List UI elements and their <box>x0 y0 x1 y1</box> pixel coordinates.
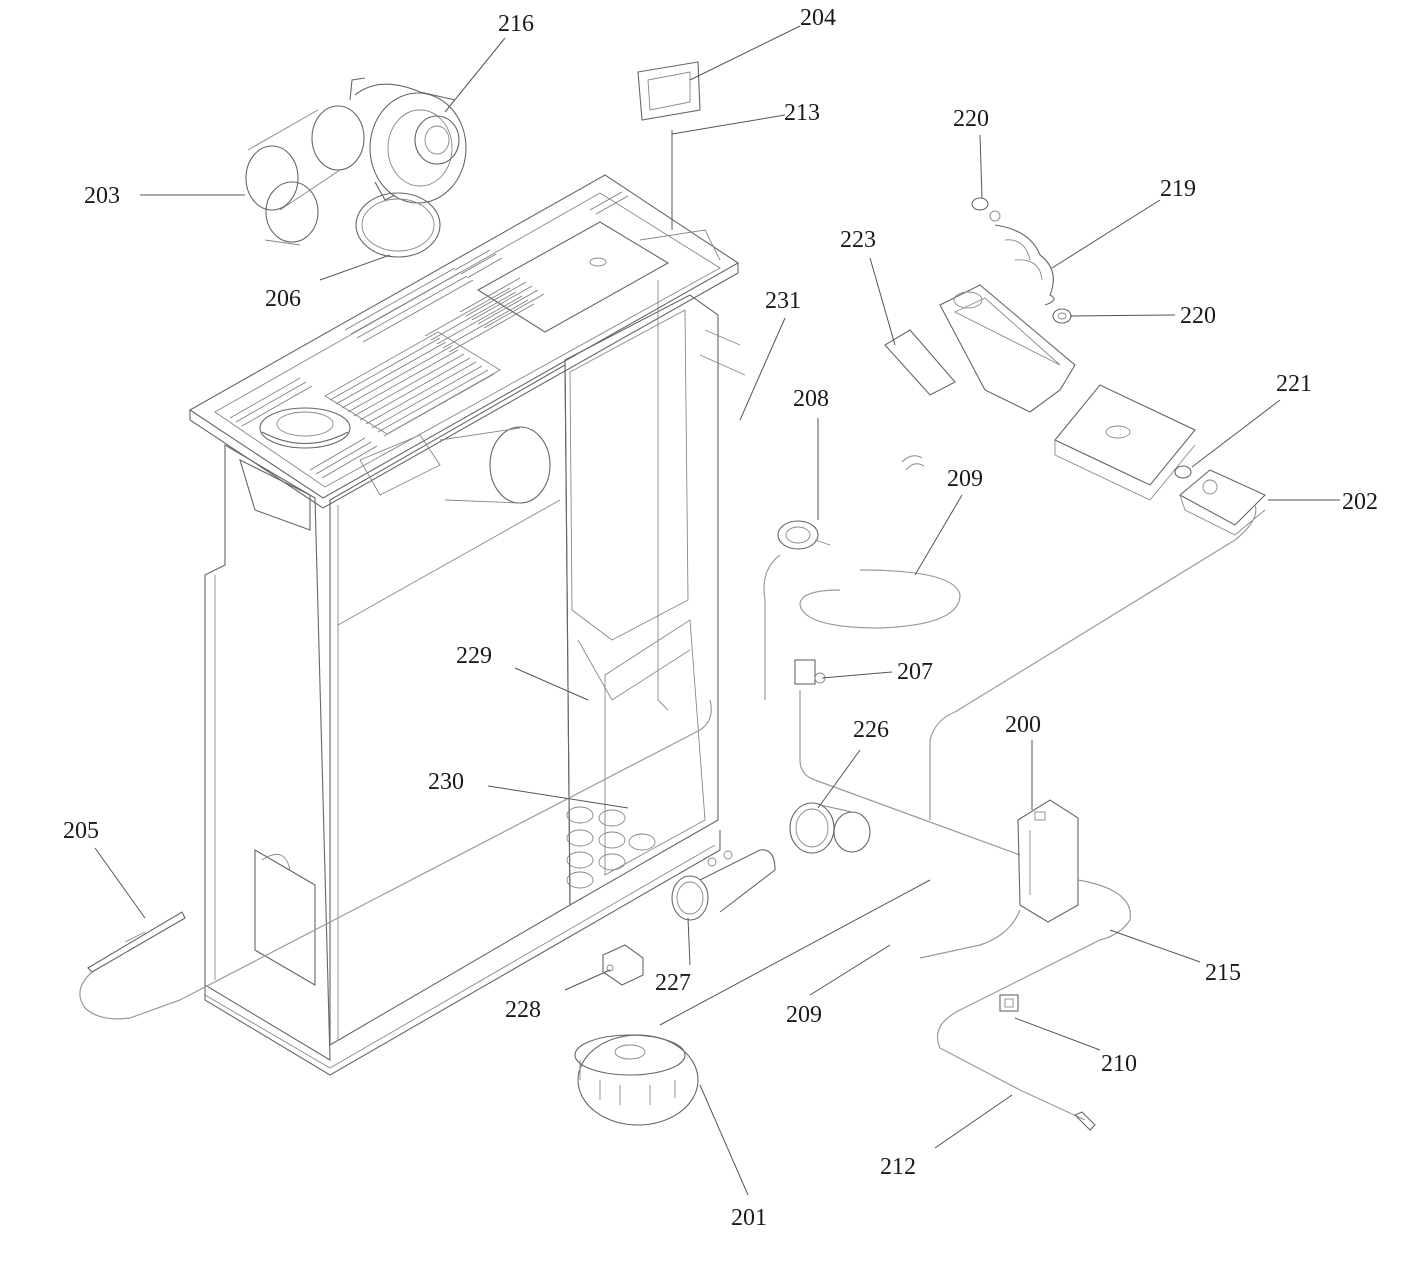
bushing-221 <box>1174 465 1192 479</box>
motor-plate <box>1054 384 1196 501</box>
callout-220-top: 220 <box>953 106 989 132</box>
callout-205: 205 <box>63 818 99 844</box>
callout-227: 227 <box>655 970 691 996</box>
callout-201: 201 <box>731 1205 767 1231</box>
callout-labels: 200 201 202 203 204 205 206 207 208 209 … <box>63 5 1378 1231</box>
callout-228: 228 <box>505 997 541 1023</box>
callout-226: 226 <box>853 717 889 743</box>
callout-215: 215 <box>1205 960 1241 986</box>
callout-207: 207 <box>897 659 933 685</box>
callout-223: 223 <box>840 227 876 253</box>
callout-231: 231 <box>765 288 801 314</box>
convection-fan-201 <box>574 1034 699 1126</box>
control-board-200 <box>1017 799 1079 923</box>
callout-210: 210 <box>1101 1051 1137 1077</box>
callout-209-hose: 209 <box>947 466 983 492</box>
callout-221: 221 <box>1276 371 1312 397</box>
callout-219: 219 <box>1160 176 1196 202</box>
pressure-switch-208 <box>777 520 831 550</box>
air-intake-227 <box>671 849 776 921</box>
auger-assembly <box>971 197 1072 324</box>
callout-202: 202 <box>1342 489 1378 515</box>
smoke-extraction-fan <box>349 77 467 258</box>
top-vent-grills <box>229 191 629 479</box>
leader-lines <box>94 25 1340 1196</box>
stove-body <box>188 174 746 1076</box>
callout-203: 203 <box>84 183 120 209</box>
callout-230: 230 <box>428 769 464 795</box>
air-intake-holes <box>566 806 656 889</box>
inspection-cover-204 <box>637 61 701 121</box>
switch-210 <box>999 994 1019 1012</box>
transformer-228 <box>602 944 644 986</box>
callout-209-wiring: 209 <box>786 1002 822 1028</box>
silicone-hose-209 <box>763 554 961 700</box>
callout-212: 212 <box>880 1154 916 1180</box>
callout-213: 213 <box>784 100 820 126</box>
gasket-223 <box>884 329 956 396</box>
callout-200: 200 <box>1005 712 1041 738</box>
elbow-226 <box>789 802 871 854</box>
callout-216: 216 <box>498 11 534 37</box>
callout-206: 206 <box>265 286 301 312</box>
flue-pipe-elbows <box>245 105 365 246</box>
auger-housing <box>939 284 1076 413</box>
probe-205 <box>87 911 186 973</box>
callout-208: 208 <box>793 386 829 412</box>
thermostat-207 <box>794 659 826 685</box>
gear-motor-202 <box>1179 469 1266 536</box>
callout-204: 204 <box>800 5 836 31</box>
callout-229: 229 <box>456 643 492 669</box>
callout-220-bottom: 220 <box>1180 303 1216 329</box>
power-plug-212 <box>1074 1111 1096 1131</box>
